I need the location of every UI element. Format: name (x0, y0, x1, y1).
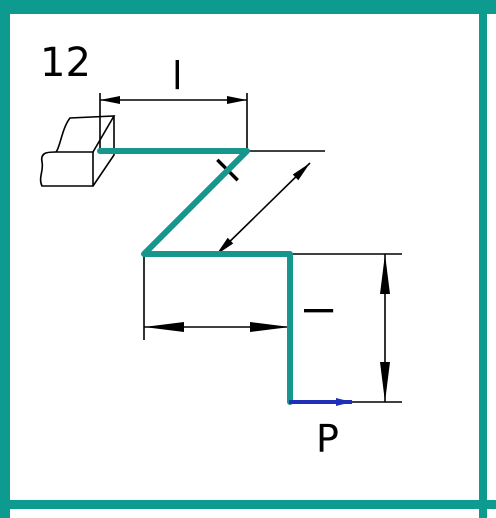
bottom-border (0, 500, 496, 509)
force-p (289, 398, 352, 406)
support-front-face (39, 151, 94, 187)
arrowhead-diagonal-top (292, 163, 310, 181)
label-vertical-length: l (298, 305, 342, 316)
support-side-face (92, 116, 115, 187)
arrowhead-top-left (100, 96, 120, 104)
support-top-face (55, 115, 116, 153)
bent-bar (97, 148, 293, 405)
dimension-line-diagonal (215, 162, 311, 256)
force-arrowhead (336, 398, 352, 406)
arrowhead-top-right (227, 96, 247, 104)
problem-number: 12 (40, 40, 91, 86)
dimension-top (99, 93, 248, 151)
arrowhead-middle-right (250, 322, 290, 332)
dimension-vertical (290, 253, 402, 403)
arrowhead-vertical-bottom (380, 362, 390, 402)
dimension-diagonal (215, 150, 325, 256)
top-border-band (0, 0, 496, 14)
arrowhead-middle-left (144, 322, 184, 332)
arrowhead-diagonal-bottom (216, 237, 234, 255)
dimension-middle (143, 256, 291, 340)
arrowhead-vertical-top (380, 254, 390, 294)
right-border (479, 0, 487, 518)
label-top-length: l (172, 54, 183, 98)
left-border (0, 0, 10, 518)
label-force: P (316, 417, 339, 461)
wall-support (39, 115, 116, 187)
